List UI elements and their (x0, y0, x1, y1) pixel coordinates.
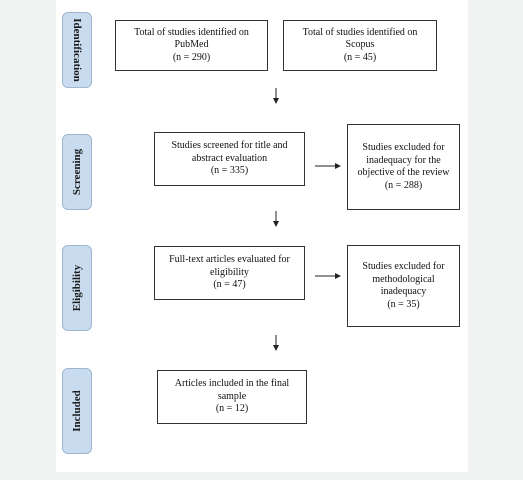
pubmed-text: Total of studies identified on PubMed (134, 26, 249, 51)
excluded-objective-count: (n = 288) (384, 179, 423, 191)
fulltext-text: Full-text articles evaluated for eligibi… (169, 254, 290, 278)
screened-box: Studies screened for title and abstract … (154, 132, 305, 186)
included-count: (n = 12) (215, 403, 249, 415)
scopus-count: (n = 45) (343, 51, 377, 63)
excluded-method-text: Studies excluded for methodological inad… (362, 261, 445, 297)
included-box: Articles included in the final sample (n… (157, 370, 307, 424)
screened-count: (n = 335) (210, 165, 249, 177)
stage-screening: Screening (62, 134, 92, 210)
scopus-box: Total of studies identified on Scopus (n… (283, 20, 437, 71)
screened-text: Studies screened for title and abstract … (171, 140, 288, 164)
excluded-objective-text: Studies excluded for inadequacy for the … (357, 142, 450, 178)
scopus-text: Total of studies identified on Scopus (302, 26, 418, 51)
excluded-objective-box: Studies excluded for inadequacy for the … (347, 124, 460, 210)
included-text: Articles included in the final sample (174, 378, 290, 402)
fulltext-count: (n = 47) (213, 279, 246, 291)
stage-identification: Identification (62, 12, 92, 88)
pubmed-box: Total of studies identified on PubMed (n… (115, 20, 268, 71)
excluded-method-count: (n = 35) (387, 298, 420, 310)
stage-included: Included (62, 368, 92, 454)
stage-eligibility: Eligibility (62, 245, 92, 331)
fulltext-box: Full-text articles evaluated for eligibi… (154, 246, 305, 300)
pubmed-count: (n = 290) (172, 51, 211, 63)
excluded-method-box: Studies excluded for methodological inad… (347, 245, 460, 327)
